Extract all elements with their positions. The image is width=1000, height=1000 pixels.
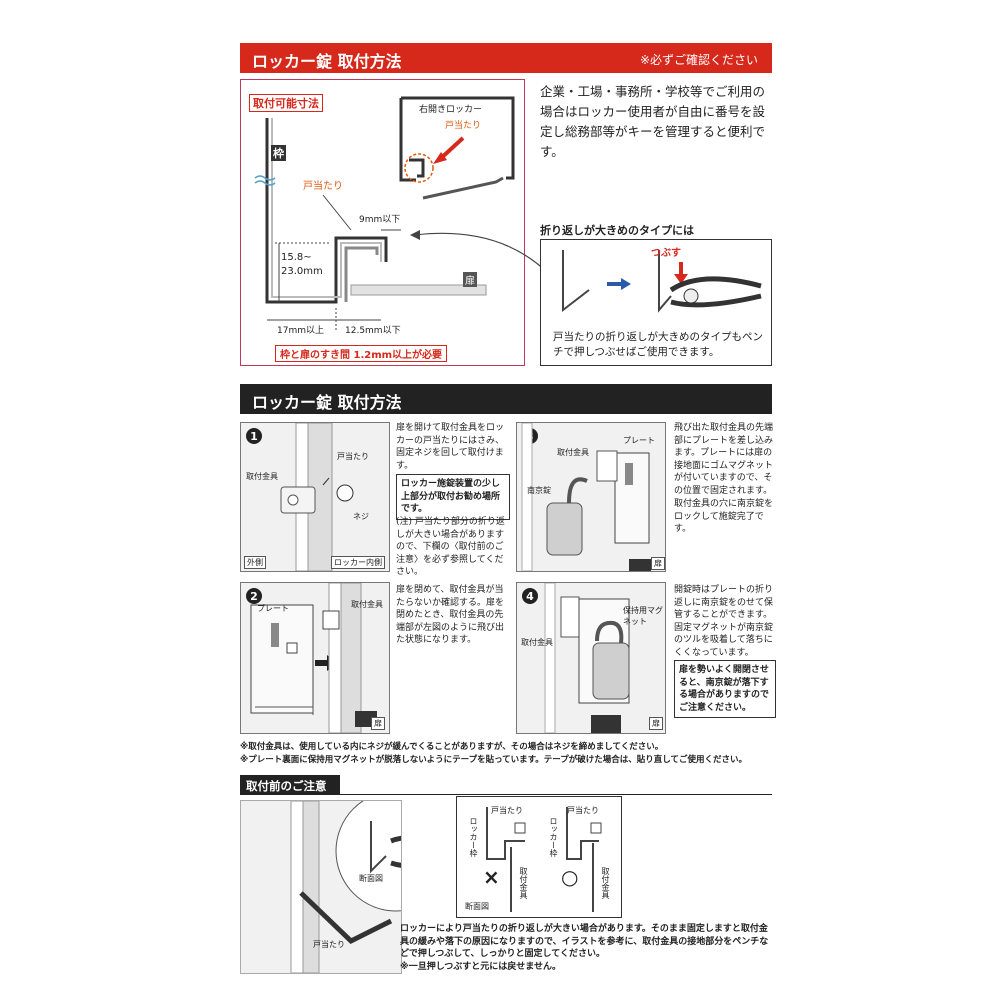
comparison-bracket-left: 取付金具 — [519, 867, 528, 899]
usage-description: 企業・工場・事務所・学校等でご利用の場合はロッカー使用者が自由に番号を設定し総務… — [540, 84, 766, 159]
step1-box: ロッカー施錠装置の少し上部分が取付お勧め場所です。 — [396, 474, 510, 520]
folded-stop-diagram — [562, 250, 762, 313]
step3-bracket-label: 取付金具 — [557, 448, 589, 457]
step1-outside-tag: 外側 — [244, 556, 266, 569]
step3-padlock-label: 南京錠 — [527, 486, 551, 495]
frame-label: 枠 — [271, 145, 286, 161]
step3-drawing — [521, 423, 651, 571]
step4-drawing — [544, 583, 630, 733]
step1-note: (注) 戸当たり部分の折り返しが大きい場合がありますので、下欄の〈取付前のご注意… — [396, 517, 505, 577]
step2-door-tag: 扉 — [371, 717, 385, 730]
step1-drawing — [280, 423, 354, 571]
section3-photo-drawing — [290, 801, 401, 973]
step1-bracket-label: 取付金具 — [246, 472, 278, 481]
dim-12-5mm: 12.5mm以下 — [345, 326, 401, 336]
step2-illustration: 2 プレート 取付金具 扉 — [240, 582, 390, 734]
folded-heading: 折り返しが大きめのタイプには — [540, 224, 694, 237]
step4-magnet-label: 保持用マグネット — [623, 606, 663, 626]
pointer-arrow — [410, 230, 551, 276]
step2-bracket-label: 取付金具 — [351, 600, 383, 609]
step1-inside-tag: ロッカー内側 — [331, 556, 385, 569]
section3-header: 取付前のご注意 — [240, 775, 340, 795]
bad-mark: × — [483, 865, 500, 889]
section2-header: ロッカー錠 取付方法 — [240, 384, 772, 414]
good-mark: ○ — [561, 865, 579, 889]
crush-label: つぶす — [651, 248, 681, 259]
step3-door-tag: 扉 — [651, 557, 665, 570]
section1-header: ロッカー錠 取付方法 ※必ずご確認ください — [240, 43, 772, 73]
section3-stop-label: 戸当たり — [313, 940, 345, 949]
comparison-box: 戸当たり 戸当たり ロッカー枠 ロッカー枠 × ○ 取付金具 取付金具 断面図 — [456, 796, 622, 918]
comparison-view-label: 断面図 — [465, 902, 489, 911]
step1-screw-label: ネジ — [353, 512, 369, 521]
step1-text: 扉を開けて取付金具をロッカーの戸当たりにはさみ、固定ネジを回して取付けます。 — [396, 423, 505, 471]
section3-note: ※一旦押しつぶすと元には戻せません。 — [400, 962, 561, 972]
comparison-stop-left: 戸当たり — [491, 806, 523, 815]
step3-text: 飛び出た取付金具の先端部にプレートを差し込みます。プレートには扉の接地面にゴムマ… — [674, 423, 774, 496]
step4-bracket-label: 取付金具 — [521, 638, 553, 647]
folded-caption: 戸当たりの折り返しが大きめのタイプもペンチで押しつぶせばご使用できます。 — [553, 331, 763, 358]
step3-plate-label: プレート — [623, 436, 655, 445]
section2-title: ロッカー錠 取付方法 — [252, 393, 402, 412]
comparison-frame-right: ロッカー枠 — [549, 817, 558, 857]
step4-door-tag: 扉 — [649, 717, 663, 730]
comparison-bracket-right: 取付金具 — [601, 867, 610, 899]
section3-text: ロッカーにより戸当たりの折り返しが大きい場合があります。そのまま固定しますと取付… — [400, 924, 769, 959]
step3-illustration: 3 取付金具 プレート 南京錠 扉 — [516, 422, 666, 572]
section1-title: ロッカー錠 取付方法 — [252, 52, 402, 71]
section1-notice: ※必ずご確認ください — [639, 53, 758, 67]
step4-number: 4 — [522, 588, 538, 604]
step3-text2: 取付金具の穴に南京錠をロックして施錠完了です。 — [674, 499, 774, 534]
step4-text: 開錠時はプレートの折り返しに南京錠をのせて保管することができます。固定マグネット… — [674, 585, 774, 658]
door-stop-label: 戸当たり — [303, 181, 343, 192]
locker-stop-label: 戸当たり — [445, 121, 482, 131]
folded-box: つぶす 戸当たりの折り返しが大きめのタイプもペンチで押しつぶせばご使用できます。 — [540, 239, 772, 366]
frame-cross-section-diagram — [254, 96, 515, 330]
dimensions-box: 取付可能寸法 枠 戸当たり 9mm以下 15.8~ 23.0mm 扉 17mm以… — [240, 79, 525, 366]
step2-plate-label: プレート — [257, 604, 289, 613]
dim-range-bottom: 23.0mm — [281, 266, 323, 277]
step1-illustration: 1 戸当たり 取付金具 ネジ 外側 ロッカー内側 — [240, 422, 390, 572]
footnote-1: ※取付金具は、使用している内にネジが緩んでくることがありますが、その場合はネジを… — [240, 742, 664, 752]
step1-stop-label: 戸当たり — [337, 452, 369, 461]
step1-number: 1 — [246, 428, 262, 444]
step2-text: 扉を閉めて、取付金具が当たらないか確認する。扉を閉めたとき、取付金具の先端部が左… — [396, 585, 505, 645]
footnote-2: ※プレート裏面に保持用マグネットが脱落しないようにテープを貼っています。テープが… — [240, 755, 748, 765]
step2-drawing — [250, 583, 377, 733]
locker-label: 右開きロッカー — [419, 105, 483, 115]
section3-view-label: 断面図 — [359, 874, 383, 883]
dims-label: 取付可能寸法 — [249, 94, 323, 112]
comparison-frame-left: ロッカー枠 — [469, 817, 478, 857]
section3-photo: 断面図 戸当たり — [240, 800, 402, 974]
step2-number: 2 — [246, 588, 262, 604]
comparison-stop-right: 戸当たり — [567, 806, 599, 815]
comparison-drawing — [486, 807, 602, 912]
gap-note: 枠と扉のすき間 1.2mm以上が必要 — [275, 345, 448, 362]
door-label: 扉 — [463, 272, 477, 287]
section3-rule — [340, 794, 772, 795]
dim-range-top: 15.8~ — [281, 252, 312, 263]
step4-box: 扉を勢いよく開閉させると、南京錠が落下する場合がありますのでご注意ください。 — [674, 660, 776, 718]
dim-17mm: 17mm以上 — [277, 326, 324, 336]
section3-title: 取付前のご注意 — [246, 779, 327, 793]
dim-9mm: 9mm以下 — [359, 215, 401, 225]
step4-illustration: 4 取付金具 保持用マグネット 扉 — [516, 582, 666, 734]
